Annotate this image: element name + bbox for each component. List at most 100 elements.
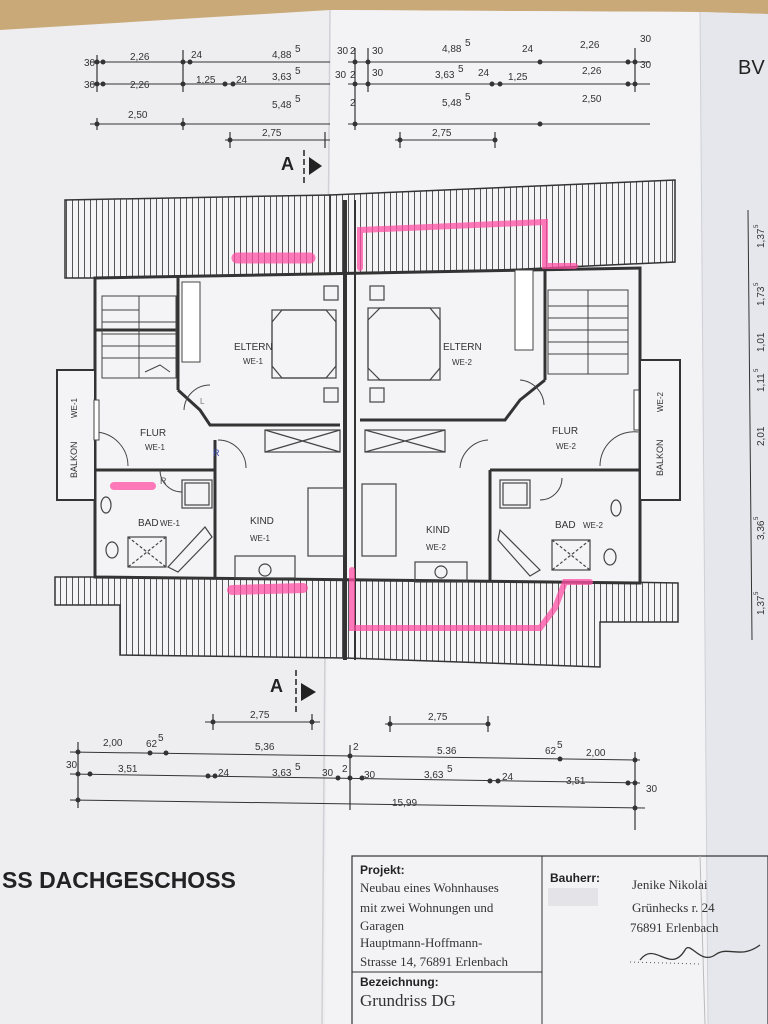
- dim-label: 3,63: [435, 70, 455, 81]
- dim-label: 5: [158, 733, 164, 744]
- dim-label: 30: [84, 58, 96, 69]
- room-unit-label: WE-2: [452, 358, 473, 367]
- dim-label: 2: [342, 764, 348, 775]
- redacted-area: [548, 888, 598, 906]
- projekt-line: Hauptmann-Hoffmann-: [360, 935, 483, 950]
- dim-label-total: 15,99: [392, 798, 417, 809]
- dim-label: 5: [754, 224, 760, 228]
- room-unit-label: WE-1: [243, 357, 264, 366]
- room-unit-label: WE-1: [145, 443, 166, 452]
- dim-label: 5.36: [437, 746, 457, 757]
- dim-label: 2,01: [756, 426, 767, 446]
- dim-label: 2,26: [580, 40, 600, 51]
- dim-label: 5: [465, 38, 471, 49]
- handwritten-mark: R: [160, 476, 167, 486]
- dim-label: 3,51: [118, 764, 138, 775]
- dim-label: 5: [295, 44, 301, 55]
- bauherr-line: Grünhecks r. 24: [632, 900, 715, 915]
- dim-label: 24: [191, 50, 203, 61]
- top-dimension-labels: 30 2,26 24 4,88 5 30 2,26 1,25 24 3,63 5…: [84, 34, 652, 139]
- dim-label: 30: [364, 770, 376, 781]
- room-label-flur-we1: FLUR: [140, 428, 166, 439]
- room-unit-label: WE-1: [160, 519, 181, 528]
- dim-label: 5: [754, 368, 760, 372]
- dim-label: 2,75: [428, 712, 448, 723]
- dim-label: 24: [236, 75, 248, 86]
- dim-label: 2: [353, 742, 359, 753]
- signature: [639, 944, 761, 961]
- dim-label: 30: [372, 46, 384, 57]
- projekt-line: Neubau eines Wohnhauses: [360, 880, 499, 895]
- dim-label: 24: [218, 768, 230, 779]
- dim-label: 3,36: [756, 520, 767, 540]
- room-label-bad-we1: BAD: [138, 518, 159, 529]
- bauherr-label: Bauherr:: [550, 871, 600, 885]
- dim-label: 5: [458, 64, 464, 75]
- dim-label: 3,63: [424, 770, 444, 781]
- highlighter-marks: [110, 218, 593, 631]
- plan-title: SS DACHGESCHOSS: [2, 867, 236, 893]
- section-letter: A: [281, 154, 294, 174]
- projekt-line: mit zwei Wohnungen und: [360, 900, 494, 915]
- title-block: Projekt: Neubau eines Wohnhauses mit zwe…: [351, 855, 768, 1024]
- room-unit-label: WE-1: [70, 397, 79, 418]
- dim-label: 5: [295, 94, 301, 105]
- dim-label: 2: [350, 70, 356, 81]
- section-mark-top: A: [281, 150, 322, 185]
- room-label-balkon-we2: BALKON: [655, 439, 665, 476]
- dim-label: 2,00: [103, 738, 123, 749]
- dim-label: 30: [372, 68, 384, 79]
- room-unit-label: WE-1: [250, 534, 271, 543]
- projekt-line: Garagen: [360, 918, 405, 933]
- dim-label: 5: [295, 66, 301, 77]
- dim-label: 24: [502, 772, 514, 783]
- dim-label: 1,01: [756, 332, 767, 352]
- floor-plan: ELTERN WE-1 ELTERN WE-2 FLUR WE-1 FLUR W…: [54, 179, 681, 668]
- dim-label: 5: [447, 764, 453, 775]
- section-mark-bottom: A: [270, 670, 316, 712]
- dim-label: 4,88: [272, 50, 292, 61]
- dim-label: 2,26: [130, 52, 150, 63]
- handwritten-mark: L: [200, 397, 205, 406]
- dim-label: 30: [66, 760, 78, 771]
- dim-label: 5: [557, 740, 563, 751]
- dim-label: 1,37: [756, 228, 767, 248]
- top-dimension-chains: [90, 48, 650, 148]
- corner-stamp: BV: [738, 57, 765, 79]
- bottom-dimension-chains: [69, 714, 646, 830]
- dim-label: 30: [640, 60, 652, 71]
- dim-label: 30: [84, 80, 96, 91]
- dim-label: 2: [350, 46, 356, 57]
- room-label-balkon-we1: BALKON: [69, 441, 79, 478]
- dim-label: 5: [754, 591, 760, 595]
- dim-label: 1,37: [756, 595, 767, 615]
- dim-label: 2,50: [582, 94, 602, 105]
- dim-label: 5,36: [255, 742, 275, 753]
- dim-label: 30: [640, 34, 652, 45]
- dim-label: 5: [754, 282, 760, 286]
- room-unit-label: WE-2: [583, 521, 604, 530]
- dim-label: 62: [146, 739, 158, 750]
- dim-label: 30: [646, 784, 658, 795]
- dim-label: 62: [545, 746, 557, 757]
- projekt-line: Strasse 14, 76891 Erlenbach: [360, 954, 509, 969]
- dim-label: 2,26: [582, 66, 602, 77]
- dim-label: 1,25: [508, 72, 528, 83]
- dim-label: 2,75: [250, 710, 270, 721]
- dim-label: 2,75: [262, 128, 282, 139]
- bauherr-line: 76891 Erlenbach: [630, 920, 719, 935]
- room-label-eltern-we2: ELTERN: [443, 342, 482, 353]
- dim-label: 24: [522, 44, 534, 55]
- handwritten-mark: R: [213, 448, 220, 458]
- dim-label: 30: [337, 46, 349, 57]
- dim-label: 2,75: [432, 128, 452, 139]
- room-unit-label: WE-2: [656, 391, 665, 412]
- dim-label: 1,25: [196, 75, 216, 86]
- dim-label: 5,48: [272, 100, 292, 111]
- dim-label: 2,26: [130, 80, 150, 91]
- room-label-eltern-we1: ELTERN: [234, 342, 273, 353]
- dim-label: 2: [350, 98, 356, 109]
- room-label-flur-we2: FLUR: [552, 426, 578, 437]
- dim-label: 5: [754, 516, 760, 520]
